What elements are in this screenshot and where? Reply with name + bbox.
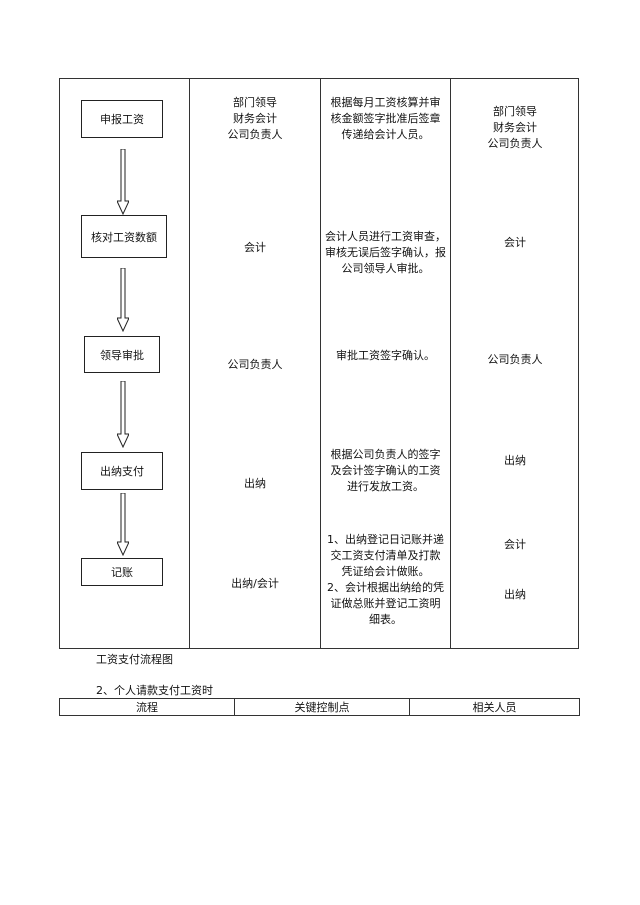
header-related-staff: 相关人员 bbox=[409, 698, 580, 716]
header-control-point: 关键控制点 bbox=[234, 698, 410, 716]
flow-box-bookkeeping: 记账 bbox=[81, 558, 163, 586]
flow-box-apply-salary: 申报工资 bbox=[81, 100, 163, 138]
header-process: 流程 bbox=[59, 698, 235, 716]
down-arrow-icon bbox=[117, 268, 129, 332]
figure-caption: 工资支付流程图 bbox=[96, 653, 173, 666]
flow-table-frame bbox=[59, 78, 579, 649]
responsible-apply: 部门领导 财务会计 公司负责人 bbox=[227, 96, 283, 141]
responsible-payment: 出纳 bbox=[244, 477, 266, 490]
flow-box-leader-approval: 领导审批 bbox=[84, 336, 160, 373]
control-point-verify: 会计人员进行工资审查， 审核无误后签字确认，报 公司领导人审批。 bbox=[325, 230, 446, 275]
column-divider bbox=[450, 78, 451, 649]
column-divider bbox=[189, 78, 190, 649]
down-arrow-icon bbox=[117, 149, 129, 215]
related-verify: 会计 bbox=[504, 236, 526, 249]
section-title: 2、个人请款支付工资时 bbox=[96, 684, 213, 697]
flow-box-cashier-payment: 出纳支付 bbox=[81, 452, 163, 490]
flow-box-verify-amount: 核对工资数额 bbox=[81, 215, 167, 258]
control-point-apply: 根据每月工资核算并审 核金额签字批准后签章 传递给会计人员。 bbox=[330, 96, 441, 141]
control-point-bookkeeping: 1、出纳登记日记账并递 交工资支付清单及打款 凭证给会计做账。 2、会计根据出纳… bbox=[327, 533, 444, 626]
related-bookkeeping-2: 出纳 bbox=[504, 588, 526, 601]
column-divider bbox=[320, 78, 321, 649]
down-arrow-icon bbox=[117, 493, 129, 556]
related-bookkeeping-1: 会计 bbox=[504, 538, 526, 551]
responsible-bookkeeping: 出纳/会计 bbox=[231, 577, 279, 590]
responsible-verify: 会计 bbox=[244, 241, 266, 254]
related-payment: 出纳 bbox=[504, 454, 526, 467]
personal-payment-table: 流程 关键控制点 相关人员 bbox=[59, 698, 580, 716]
related-approval: 公司负责人 bbox=[487, 353, 543, 366]
related-apply: 部门领导 财务会计 公司负责人 bbox=[487, 105, 543, 150]
table-header-row: 流程 关键控制点 相关人员 bbox=[59, 698, 580, 716]
down-arrow-icon bbox=[117, 381, 129, 448]
control-point-approval: 审批工资签字确认。 bbox=[336, 349, 435, 362]
responsible-approval: 公司负责人 bbox=[227, 358, 283, 371]
control-point-payment: 根据公司负责人的签字 及会计签字确认的工资 进行发放工资。 bbox=[330, 448, 441, 493]
